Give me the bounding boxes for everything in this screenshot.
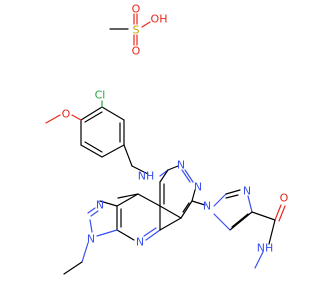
bond: [278, 205, 286, 222]
imidazole-carboxamide: N N O NH: [191, 185, 289, 269]
bond: [213, 213, 231, 231]
imidazole-nitrogen-1: N: [203, 200, 211, 213]
sulfur-atom: S: [133, 24, 140, 37]
bond: [101, 144, 125, 158]
bond: [225, 189, 241, 195]
bond: [191, 189, 196, 202]
bond: [84, 111, 103, 123]
bond: [268, 219, 276, 245]
bond: [225, 194, 239, 199]
bond: [80, 106, 103, 121]
bond: [180, 200, 193, 219]
bond: [159, 217, 182, 231]
bond: [191, 200, 206, 206]
bond: [80, 144, 103, 158]
bond: [181, 169, 191, 183]
amide-nh: NH: [257, 242, 274, 255]
bond: [159, 169, 169, 183]
pyridazine-nitrogen-1: N: [177, 159, 185, 172]
bond: [229, 211, 253, 231]
methanesulfonic-acid: O S OH O: [109, 3, 168, 58]
pyridazine-nitrogen-2: N: [194, 181, 202, 194]
pyridine-nitrogen: N: [136, 236, 144, 249]
chlorine-atom: Cl: [95, 89, 106, 102]
amine-nh: NH: [138, 170, 155, 183]
bond: [247, 195, 253, 213]
bond: [184, 169, 194, 183]
bond: [63, 261, 83, 275]
pyrazole-nitrogen-1: N: [96, 199, 104, 212]
bond: [81, 242, 89, 263]
bond: [99, 200, 118, 207]
pyrazole-nitrogen-2: N: [87, 233, 95, 246]
bond: [251, 211, 276, 221]
bond: [143, 227, 157, 237]
sulfonic-hydroxyl: OH: [151, 13, 168, 26]
bond: [131, 165, 149, 175]
methoxy-oxygen: O: [62, 108, 71, 121]
bond: [145, 229, 161, 241]
bond: [45, 114, 61, 124]
amide-oxygen: O: [280, 192, 289, 205]
bond: [90, 210, 99, 217]
bond: [116, 229, 135, 241]
bond: [84, 141, 103, 153]
bond: [96, 229, 118, 237]
bond: [116, 193, 139, 207]
tricyclic-core: NH N N N N N: [63, 159, 202, 275]
molecule-structure-drawing: O S OH O Cl O: [45, 3, 289, 275]
bond: [159, 205, 182, 219]
sulfonyl-oxygen-top: O: [132, 3, 141, 16]
sulfonyl-oxygen-bottom: O: [132, 45, 141, 58]
bond: [182, 202, 190, 213]
bond: [87, 207, 96, 214]
bond: [141, 21, 151, 28]
bond: [71, 114, 82, 121]
imidazole-nitrogen-2: N: [243, 185, 251, 198]
bond: [254, 251, 264, 269]
bond: [231, 213, 249, 228]
chloro-methoxy-benzyl-group: Cl O: [45, 89, 149, 175]
bond: [167, 165, 179, 171]
bond: [137, 193, 161, 207]
bond: [274, 204, 282, 221]
bond: [117, 193, 139, 199]
bond: [123, 144, 133, 167]
bond: [101, 106, 125, 121]
bond: [213, 193, 227, 207]
bond: [89, 219, 93, 233]
